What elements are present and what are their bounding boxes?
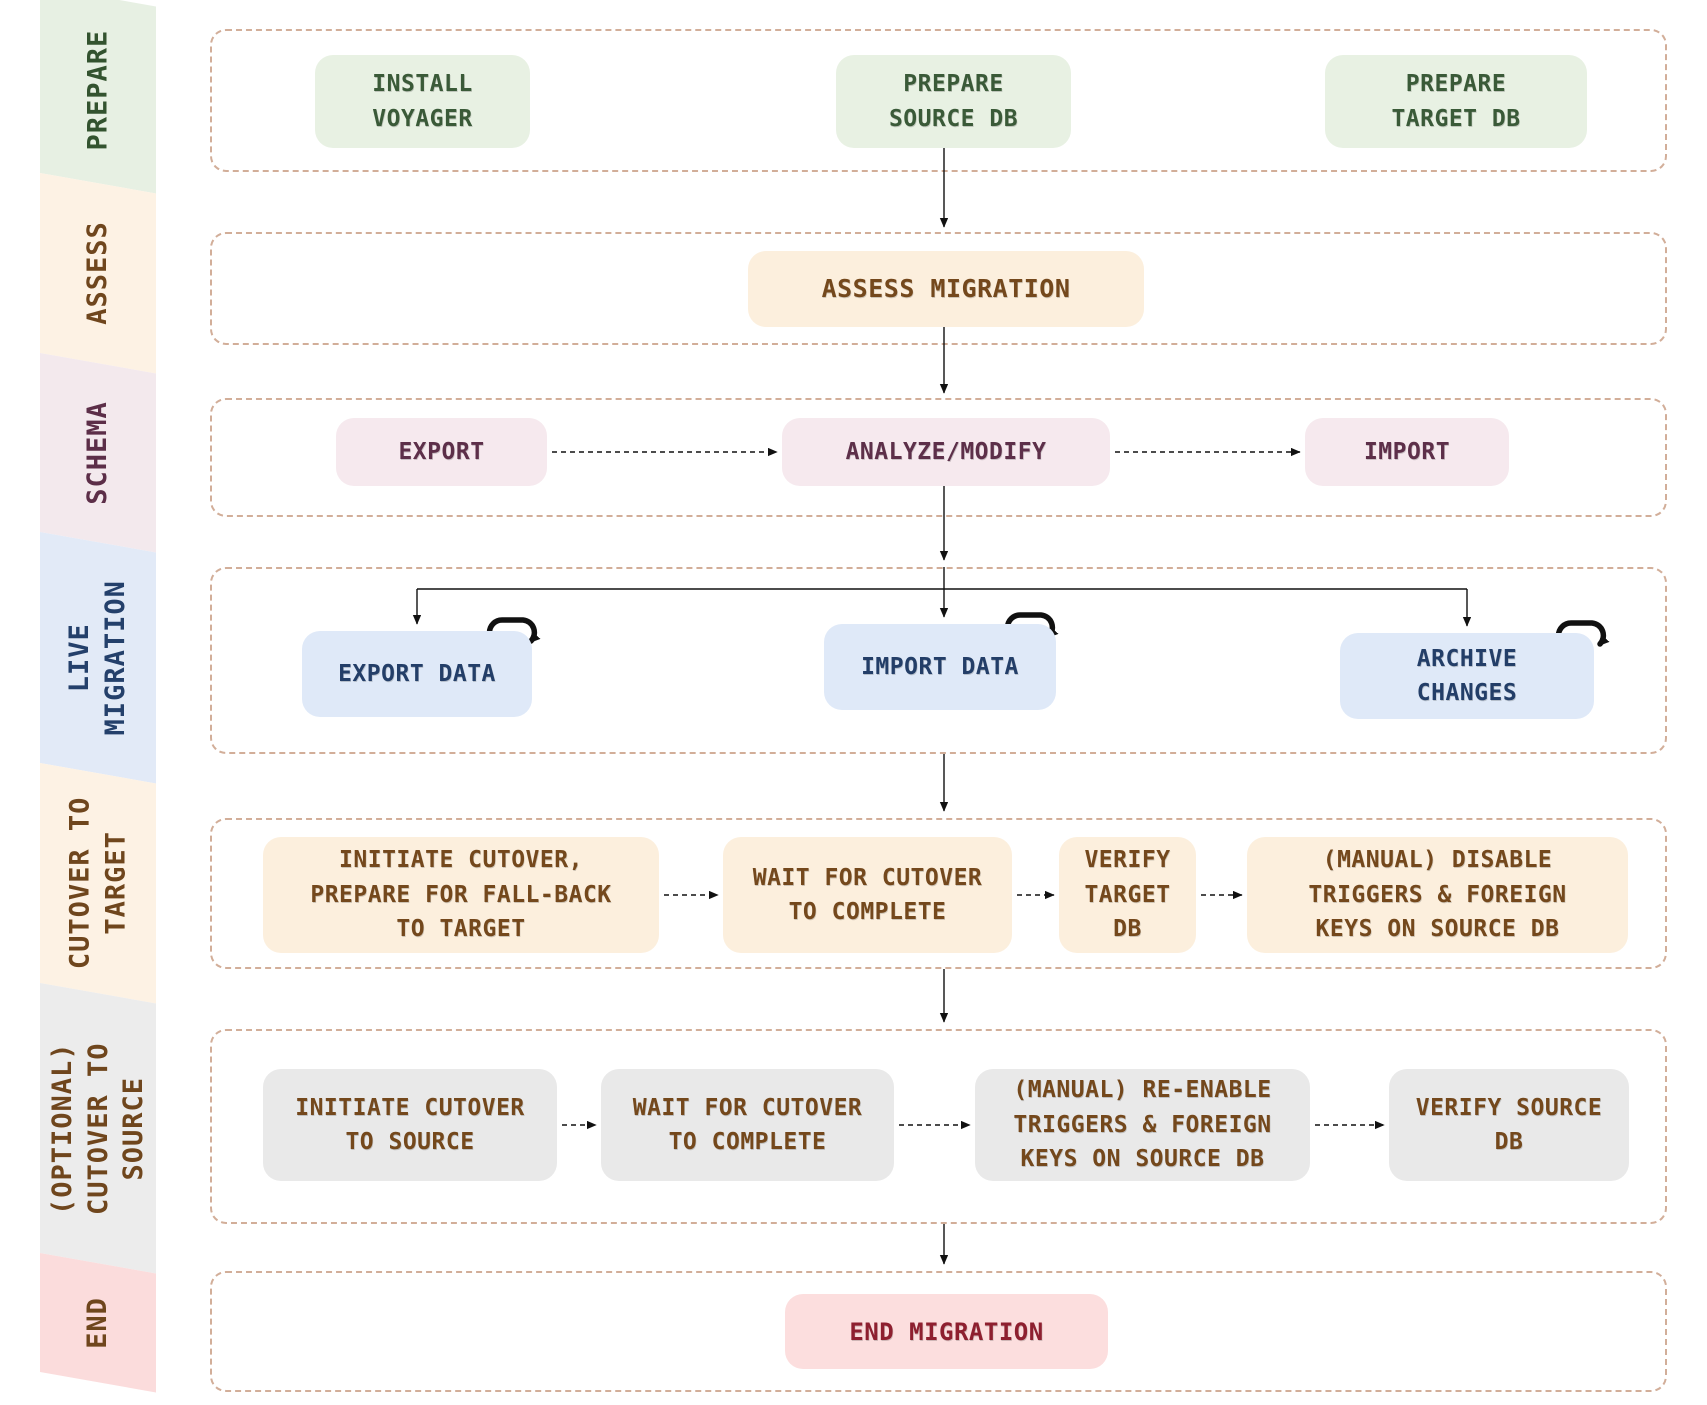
stage-band-live-migration: LIVE MIGRATION xyxy=(40,532,156,784)
node-export-schema: EXPORT xyxy=(336,418,547,486)
node-export-data: EXPORT DATA xyxy=(302,631,532,717)
node-assess-migration: ASSESS MIGRATION xyxy=(748,251,1144,327)
node-import-schema: IMPORT xyxy=(1305,418,1509,486)
node-verify-target-db: VERIFY TARGET DB xyxy=(1059,837,1196,953)
node-initiate-cutover-target: INITIATE CUTOVER, PREPARE FOR FALL-BACK … xyxy=(263,837,659,953)
node-prepare-source-db: PREPARE SOURCE DB xyxy=(836,55,1071,148)
node-import-data: IMPORT DATA xyxy=(824,624,1056,710)
stage-band-prepare: PREPARE xyxy=(40,0,156,194)
dashed-step-arrows xyxy=(552,447,1385,1130)
node-archive-changes: ARCHIVE CHANGES xyxy=(1340,633,1594,719)
stage-band-end: END xyxy=(40,1253,156,1393)
stage-label-schema: SCHEMA xyxy=(82,400,114,505)
stage-label-cutover-to-target: CUTOVER TO TARGET xyxy=(64,796,131,970)
node-wait-cutover-target: WAIT FOR CUTOVER TO COMPLETE xyxy=(723,837,1012,953)
node-prepare-target-db: PREPARE TARGET DB xyxy=(1325,55,1587,148)
node-initiate-cutover-source: INITIATE CUTOVER TO SOURCE xyxy=(263,1069,557,1181)
stage-band-cutover-to-target: CUTOVER TO TARGET xyxy=(40,763,156,1004)
node-disable-triggers-foreign-keys: (MANUAL) DISABLE TRIGGERS & FOREIGN KEYS… xyxy=(1247,837,1628,953)
node-verify-source-db: VERIFY SOURCE DB xyxy=(1389,1069,1629,1181)
node-install-voyager: INSTALL VOYAGER xyxy=(315,55,530,148)
node-end-migration: END MIGRATION xyxy=(785,1294,1108,1369)
stage-label-live-migration: LIVE MIGRATION xyxy=(64,580,131,736)
stage-label-end: END xyxy=(82,1296,114,1349)
node-analyze-modify-schema: ANALYZE/MODIFY xyxy=(782,418,1110,486)
stage-label-assess: ASSESS xyxy=(82,221,114,325)
stage-label-prepare: PREPARE xyxy=(82,29,114,151)
stage-label-optional-cutover-to-source: (OPTIONAL) CUTOVER TO SOURCE xyxy=(46,1041,149,1215)
node-reenable-triggers-foreign-keys: (MANUAL) RE-ENABLE TRIGGERS & FOREIGN KE… xyxy=(975,1069,1310,1181)
stage-band-optional-cutover-to-source: (OPTIONAL) CUTOVER TO SOURCE xyxy=(40,983,156,1274)
node-wait-cutover-source: WAIT FOR CUTOVER TO COMPLETE xyxy=(601,1069,894,1181)
stage-band-schema: SCHEMA xyxy=(40,353,156,553)
stage-band-assess: ASSESS xyxy=(40,173,156,374)
